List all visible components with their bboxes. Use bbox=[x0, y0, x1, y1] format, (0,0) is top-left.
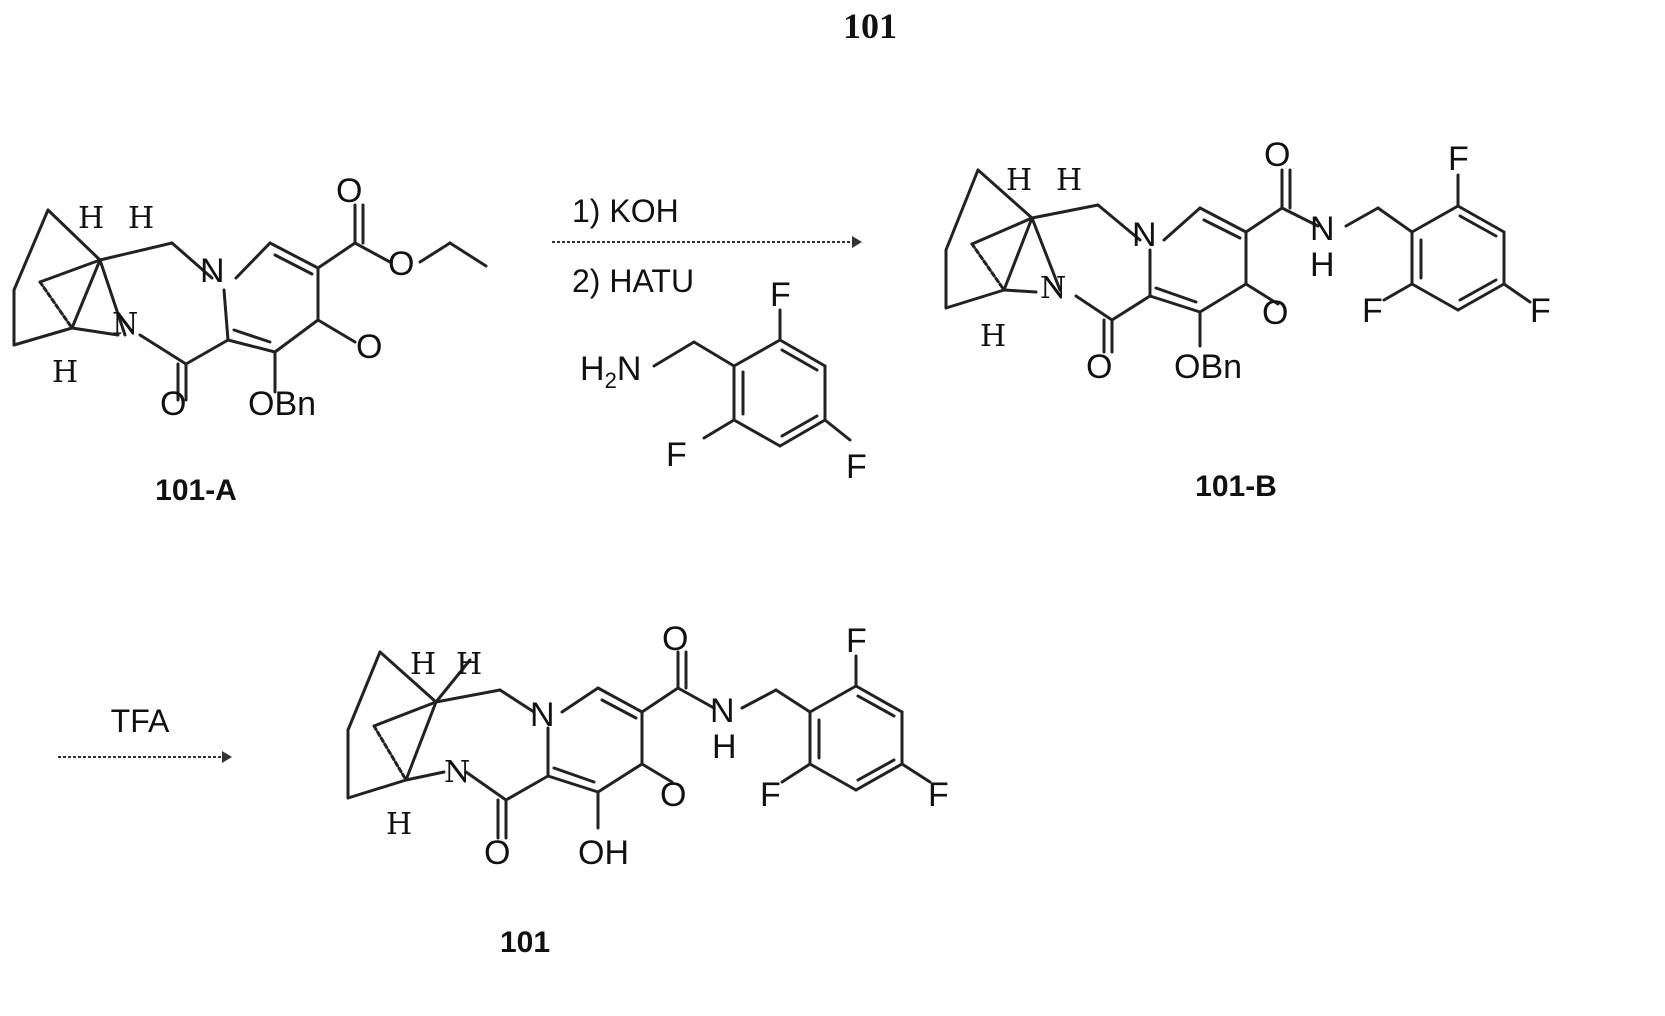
atom-h: H bbox=[1006, 163, 1032, 198]
substituent-label-101b: OBn bbox=[1174, 348, 1242, 386]
arrowhead-icon bbox=[222, 751, 232, 763]
atom-o: O bbox=[1264, 136, 1290, 174]
reagent-tfa: TFA bbox=[111, 703, 170, 739]
atom-f: F bbox=[928, 776, 949, 814]
substituent-label-101a: OBn bbox=[248, 385, 316, 423]
atom-h: H bbox=[78, 201, 104, 236]
atom-f: F bbox=[770, 276, 791, 314]
compound-label-101: 101 bbox=[500, 926, 550, 959]
atom-o: O bbox=[336, 172, 362, 210]
atom-h: H bbox=[712, 728, 737, 766]
atom-o: O bbox=[662, 620, 688, 658]
atom-n: N bbox=[1040, 271, 1066, 306]
atom-f: F bbox=[760, 776, 781, 814]
atom-f: F bbox=[1530, 292, 1551, 330]
atom-h: H bbox=[1310, 246, 1335, 284]
atom-h: H bbox=[456, 647, 482, 682]
atom-n: N bbox=[710, 692, 735, 730]
atom-h: H bbox=[1056, 163, 1082, 198]
compound-label-101a: 101-A bbox=[155, 474, 237, 507]
scheme-title: 101 bbox=[843, 6, 897, 46]
atom-o: O bbox=[1262, 294, 1288, 332]
atom-h: H bbox=[128, 201, 154, 236]
atom-h: H bbox=[52, 355, 78, 390]
atom-o: O bbox=[484, 834, 510, 872]
atom-h2n: H2N bbox=[580, 350, 641, 393]
reagent-trifluorobenzylamine bbox=[654, 310, 850, 446]
atom-n: N bbox=[1132, 216, 1157, 254]
reagent-hatu: 2) HATU bbox=[572, 263, 694, 299]
atom-h: H bbox=[410, 647, 436, 682]
compound-label-101b: 101-B bbox=[1195, 470, 1277, 503]
atom-f: F bbox=[1362, 292, 1383, 330]
atom-h: H bbox=[980, 319, 1006, 354]
atom-o: O bbox=[388, 245, 414, 283]
arrowhead-icon bbox=[852, 236, 862, 248]
atom-n: N bbox=[1310, 210, 1335, 248]
atom-f: F bbox=[666, 436, 687, 474]
atom-o: O bbox=[160, 385, 186, 423]
atom-n: N bbox=[444, 755, 470, 790]
atom-h: H bbox=[386, 807, 412, 842]
atom-f: F bbox=[1448, 140, 1469, 178]
atom-f: F bbox=[846, 448, 867, 486]
atom-f: F bbox=[846, 622, 867, 660]
compound-101b-structure bbox=[946, 170, 1530, 352]
atom-o: O bbox=[660, 776, 686, 814]
atom-n: N bbox=[112, 307, 138, 342]
substituent-label-101: OH bbox=[578, 834, 629, 872]
atom-n: N bbox=[530, 696, 555, 734]
atom-o: O bbox=[1086, 348, 1112, 386]
reagent-koh: 1) KOH bbox=[572, 193, 679, 229]
atom-o: O bbox=[356, 328, 382, 366]
atom-n: N bbox=[200, 252, 225, 290]
